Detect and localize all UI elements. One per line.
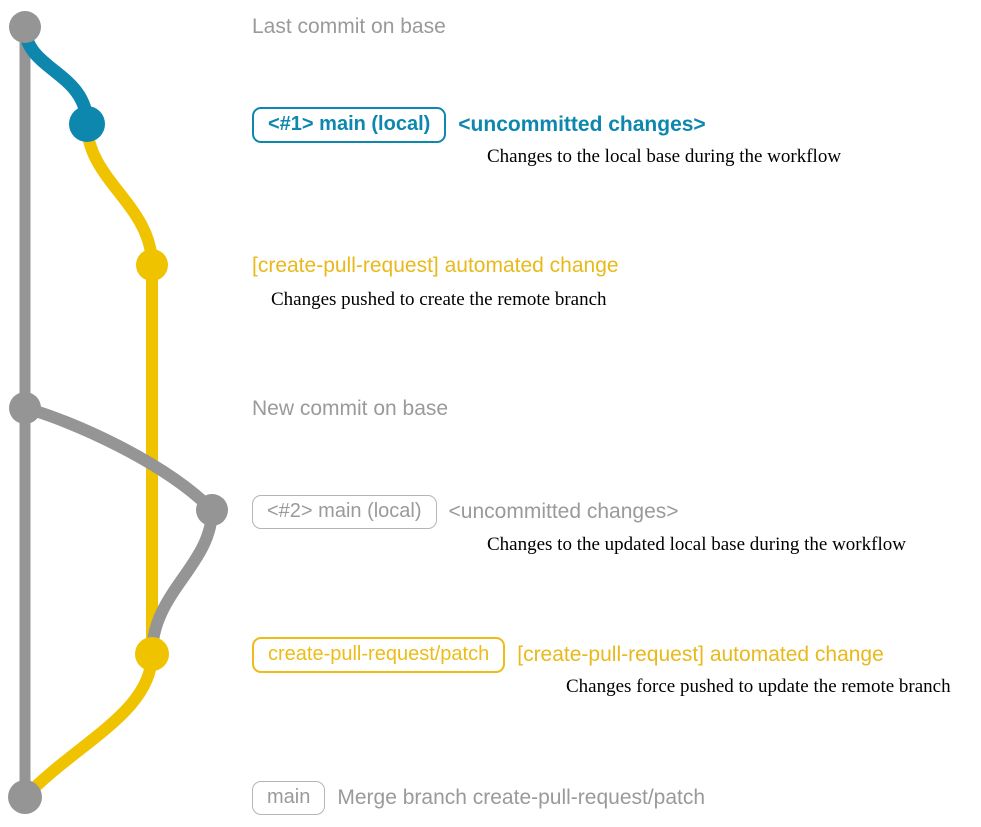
- patch-branch-line-upper: [81, 118, 158, 660]
- commit-node-new-commit-on-base[interactable]: [9, 392, 41, 424]
- commit-node-automated-change-2[interactable]: [135, 637, 169, 671]
- base-side-branch-out: [19, 402, 218, 516]
- commit-description-automated-change-1: Changes pushed to create the remote bran…: [271, 289, 607, 310]
- commit-subject-merge-commit: Merge branch create-pull-request/patch: [337, 786, 706, 809]
- commit-row-local-change-1: <#1> main (local) <uncommitted changes>: [252, 107, 706, 143]
- commit-row-merge-commit: main Merge branch create-pull-request/pa…: [252, 781, 705, 815]
- commit-subject-last-commit-on-base: Last commit on base: [252, 15, 446, 38]
- commit-subject-local-change-2: <uncommitted changes>: [448, 500, 679, 523]
- commit-node-local-uncommitted-1[interactable]: [69, 106, 105, 142]
- commit-graph: [8, 11, 228, 814]
- commit-subject-automated-change-1: [create-pull-request] automated change: [252, 254, 619, 277]
- commit-node-merge-commit[interactable]: [8, 780, 42, 814]
- commit-node-local-uncommitted-2[interactable]: [196, 494, 228, 526]
- commit-row-automated-change-2: create-pull-request/patch [create-pull-r…: [252, 637, 884, 673]
- commit-node-automated-change-1[interactable]: [136, 249, 168, 281]
- commit-row-local-change-2: <#2> main (local) <uncommitted changes>: [252, 495, 679, 529]
- patch-merge-line: [19, 648, 158, 803]
- commit-description-automated-change-2: Changes force pushed to update the remot…: [566, 676, 951, 697]
- ref-badge-main[interactable]: main: [252, 781, 326, 815]
- commit-description-local-change-1: Changes to the local base during the wor…: [487, 146, 842, 167]
- commit-node-last-commit-on-base[interactable]: [9, 11, 41, 43]
- ref-badge-create-pull-request-patch[interactable]: create-pull-request/patch: [252, 637, 506, 673]
- ref-badge-main-local-1[interactable]: <#1> main (local): [252, 107, 447, 143]
- base-side-branch-in: [146, 504, 218, 660]
- commit-subject-local-change-1: <uncommitted changes>: [458, 113, 706, 136]
- ref-badge-main-local-2[interactable]: <#2> main (local): [252, 495, 437, 529]
- commit-subject-automated-change-2: [create-pull-request] automated change: [517, 643, 884, 666]
- commit-description-local-change-2: Changes to the updated local base during…: [487, 534, 906, 555]
- commit-subject-new-commit-on-base: New commit on base: [252, 397, 449, 420]
